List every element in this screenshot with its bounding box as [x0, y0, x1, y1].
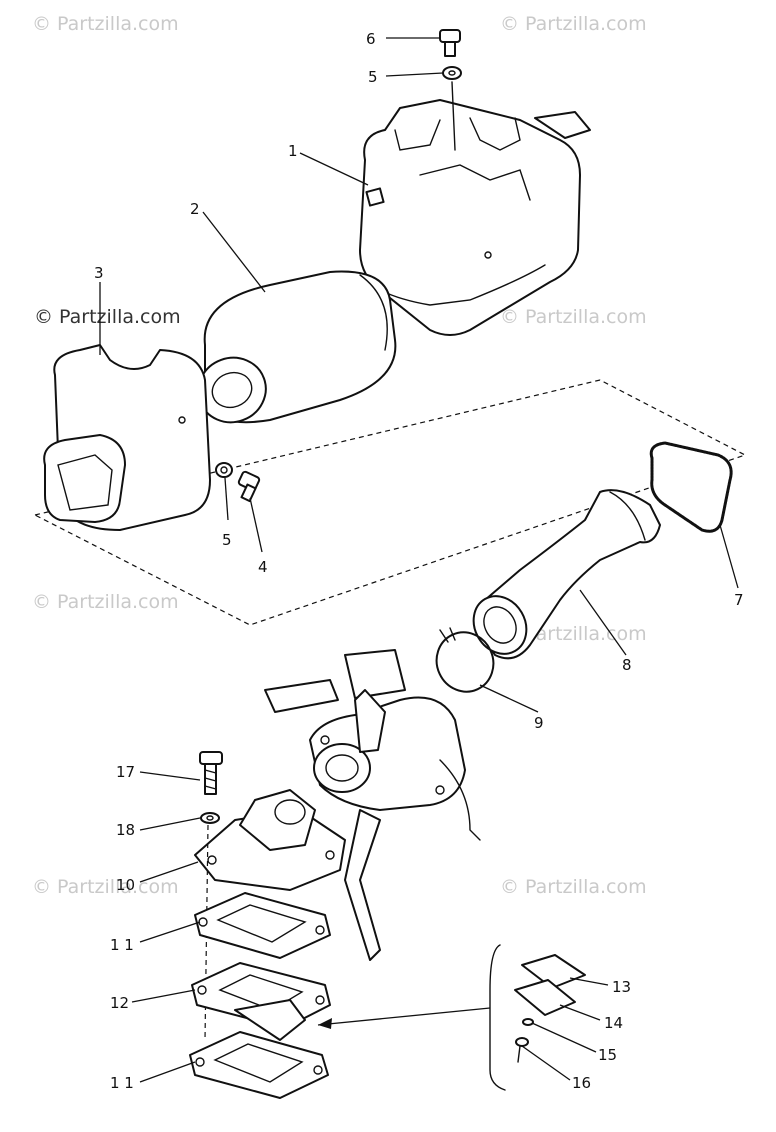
detail-arrow	[317, 1007, 491, 1026]
bolt-top	[439, 29, 461, 57]
washer-lower	[200, 812, 220, 824]
watermark: © Partzilla.com	[32, 591, 179, 613]
reed-valve-plate	[191, 962, 331, 1041]
callout-labels: 6 5 1 2 3 5 4 7 8 9 17 18 10 1 1 12 1 1 …	[94, 30, 744, 1092]
callout-2: 2	[190, 200, 200, 218]
callout-3: 3	[94, 264, 104, 282]
watermark: © Partzilla.com	[500, 306, 647, 328]
reed-washer	[522, 1018, 534, 1026]
callout-9: 9	[534, 714, 544, 732]
callout-5: 5	[222, 531, 232, 549]
callout-4: 4	[258, 558, 268, 576]
watermark: © Partzilla.com	[500, 876, 647, 898]
gasket-upper	[194, 892, 331, 959]
callout-17: 17	[116, 763, 135, 781]
reed-screw	[515, 1037, 529, 1063]
callout-6: 6	[366, 30, 376, 48]
washer-mid	[215, 462, 233, 478]
callout-10: 10	[116, 876, 135, 894]
callout-5: 5	[368, 68, 378, 86]
callout-7: 7	[734, 591, 744, 609]
reed-petal	[521, 954, 586, 989]
watermark: © Partzilla.com	[32, 13, 179, 35]
callout-18: 18	[116, 821, 135, 839]
air-box-cover	[43, 344, 211, 531]
detail-bracket	[489, 944, 506, 1091]
washer-top	[442, 66, 462, 80]
watermark: © Partzilla.com	[34, 306, 181, 328]
intake-manifold	[194, 789, 346, 891]
assembly-outline	[34, 379, 747, 626]
joint-gasket	[649, 441, 733, 533]
gasket-lower	[189, 1031, 329, 1099]
air-box-case	[359, 99, 591, 336]
callout-11: 1 1	[110, 1074, 134, 1092]
bolt-mid	[237, 470, 261, 503]
callout-12: 12	[110, 994, 129, 1012]
callout-16: 16	[572, 1074, 591, 1092]
callout-1: 1	[288, 142, 298, 160]
air-filter-element	[197, 270, 397, 424]
callout-leaders	[99, 37, 739, 1083]
carburetor	[264, 649, 481, 961]
callout-14: 14	[604, 1014, 623, 1032]
callout-15: 15	[598, 1046, 617, 1064]
reed-stopper	[514, 979, 576, 1016]
bolt-lower	[199, 751, 223, 795]
watermark: © Partzilla.com	[32, 876, 179, 898]
watermark: © Partzilla.com	[500, 13, 647, 35]
watermarks: © Partzilla.com © Partzilla.com © Partzi…	[32, 13, 647, 898]
callout-8: 8	[622, 656, 632, 674]
callout-13: 13	[612, 978, 631, 996]
callout-11: 1 1	[110, 936, 134, 954]
